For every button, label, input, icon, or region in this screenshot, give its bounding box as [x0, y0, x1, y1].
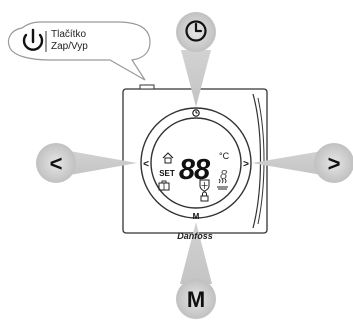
frost-shield-icon — [199, 179, 210, 192]
right-callout-button[interactable] — [314, 143, 353, 183]
suitcase-icon — [158, 180, 170, 191]
left-button-label: < — [50, 151, 63, 176]
left-callout-button[interactable] — [36, 143, 76, 183]
power-button[interactable] — [139, 84, 155, 90]
power-callout — [7, 21, 151, 81]
home-icon — [162, 152, 174, 164]
top-button-beam — [181, 50, 211, 107]
clock-icon — [185, 20, 207, 42]
power-label-line1: Tlačítko — [51, 29, 87, 40]
set-label: SET — [159, 169, 175, 178]
power-icon — [22, 28, 44, 51]
mode-button-beam — [180, 222, 212, 284]
left-button-beam — [64, 150, 137, 176]
danfoss-logo: Danfoss — [177, 231, 213, 241]
lock-icon — [200, 191, 209, 202]
heating-icon — [217, 178, 228, 190]
temperature-unit: °C — [219, 151, 230, 161]
mode-callout-button[interactable] — [176, 279, 216, 319]
right-button-label: > — [328, 151, 341, 176]
power-label-line2: Zap/Vyp — [51, 41, 88, 52]
mode-button-label: M — [187, 287, 205, 312]
decimal-digit: 8 — [220, 167, 228, 182]
ring-mode-label: M — [193, 212, 200, 221]
right-button-beam — [252, 150, 328, 176]
ring-right-label: > — [243, 159, 249, 170]
temperature-digits: 88 — [179, 154, 211, 186]
ring-left-label: < — [143, 159, 149, 170]
brand-text: Danfoss — [177, 231, 213, 241]
ring-clock-icon — [192, 109, 200, 117]
